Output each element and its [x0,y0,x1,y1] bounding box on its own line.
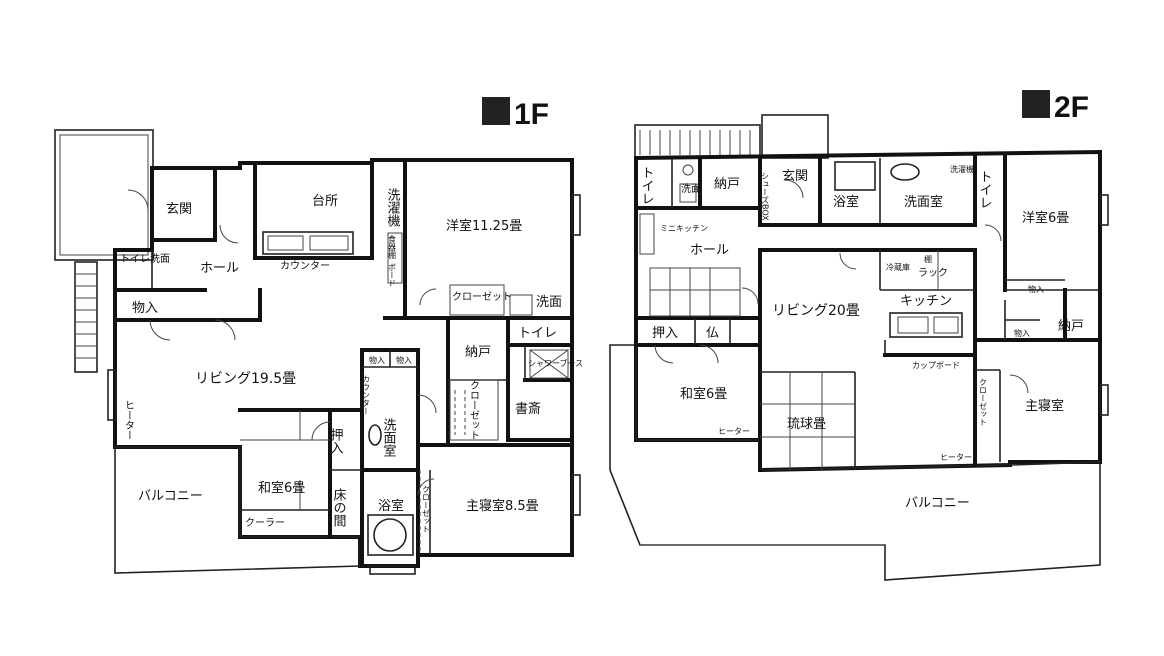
room-yoshitsu-1f: 洋室11.25畳 [446,218,522,234]
label-heater-1f: ヒーター [123,400,135,440]
room-oshiire-2f: 押入 [652,326,678,341]
label-heater2-2f: ヒーター [940,453,972,462]
label-closet-2f: クローゼット [979,378,988,426]
porch-1f [54,129,154,261]
bathtub-1f [373,518,407,552]
room-toilet-r-2f: トイレ [977,170,992,209]
room-kitchen-2f: キッチン [900,294,952,309]
room-senmenshitsu-1f: 洗面室 [381,418,397,457]
label-dish-1f: 食器棚 [388,234,397,260]
floor-1f-label: 1F [514,98,549,131]
room-study-1f: 書斎 [515,401,541,417]
room-hall-2f: ホール [690,243,729,258]
room-toilet2-1f: トイレ [518,326,557,341]
stairs-1f [74,261,98,373]
room-storage-1f: 物入 [132,301,158,316]
label-closet-mid-1f: クローゼット [468,380,480,440]
label-cooler-1f: クーラー [245,517,285,529]
room-toilet-l-2f: トイレ [639,166,654,205]
room-master-2f: 主寝室 [1025,398,1064,414]
floor-1f-marker [482,97,510,125]
room-hall-1f: ホール [200,261,239,276]
label-closet-bot-1f: クローゼット [422,485,431,533]
floor-2f: 2F [609,90,1109,581]
room-butsu-2f: 仏 [706,326,719,341]
room-washitsu-1f: 和室6畳 [258,480,305,496]
label-washer-2f: 洗濯機 [950,164,974,174]
label-mini-kitchen-2f: ミニキッチン [660,224,708,233]
label-heater1-2f: ヒーター [718,427,750,436]
label-storage-r-2f: 物入 [1028,284,1044,294]
floor-2f-label: 2F [1054,91,1089,124]
label-closet-top-1f: クローゼット [452,291,512,303]
floor-1f: 1F [54,97,583,575]
room-yoshitsu-2f: 洋室6畳 [1022,210,1069,226]
label-storage3-1f: 物入 [396,355,412,365]
room-toilet-1f: トイレ洗面 [120,253,170,265]
porch-2f [634,124,761,158]
floor-2f-marker [1022,90,1050,118]
label-storage2-1f: 物入 [369,355,385,365]
bathtub-2f [834,161,876,191]
outer-wall-2f [633,149,1102,473]
room-genkan-1f: 玄関 [166,202,192,217]
kitchen-counter-1f [262,231,354,255]
label-counter2-1f: カウンター [362,375,371,415]
label-rack-2f: ラック [918,267,948,279]
room-tokonoma-1f: 床の間 [331,488,347,528]
label-shoes-2f: シューズBOX [761,172,770,221]
room-living-2f: リビング20畳 [772,303,860,319]
room-oshiire-1f: 押入 [328,428,344,454]
room-kitchen-1f: 台所 [312,194,338,209]
room-washroom-l-2f: 洗面 [681,183,701,195]
room-ryukyu-2f: 琉球畳 [787,417,826,432]
label-board-1f: ボード [388,263,397,287]
label-counter-1f: カウンター [280,260,330,272]
room-washroom-1f: 洗面 [536,295,562,310]
room-bath-2f: 浴室 [833,194,859,210]
room-living-1f: リビング19.5畳 [195,371,296,387]
room-nando-r-2f: 納戸 [1058,319,1084,334]
room-nando-top-2f: 納戸 [714,177,740,192]
room-senmenshitsu-2f: 洗面室 [904,194,943,210]
room-nando-1f: 納戸 [465,345,491,360]
room-bath-1f: 浴室 [378,498,404,514]
label-shelf-2f: 棚 [924,254,932,264]
cabinet-1f [387,232,403,284]
kitchen-counter-2f [889,312,963,338]
room-washitsu-2f: 和室6畳 [680,386,727,402]
label-fridge-2f: 冷蔵庫 [886,262,910,272]
room-master-1f: 主寝室8.5畳 [466,498,539,514]
room-balcony-1f: バルコニー [138,489,203,504]
room-washer-1f: 洗濯機 [385,188,401,227]
room-balcony-2f: バルコニー [905,496,970,511]
label-storage-r2-2f: 物入 [1014,328,1030,338]
label-cupboard-2f: カップボード [912,361,960,370]
label-shower-1f: シャワーブース [528,358,583,368]
stairs-2f [649,267,741,317]
room-genkan-2f: 玄関 [782,169,808,184]
